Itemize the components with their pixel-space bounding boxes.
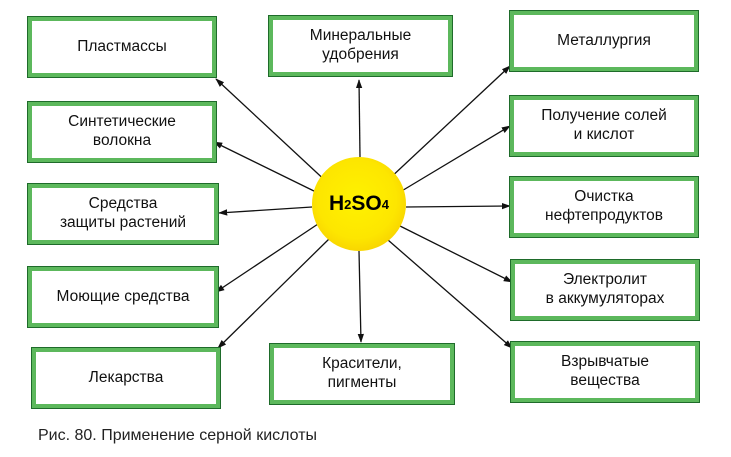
box-detergents: Моющие средства	[27, 266, 219, 328]
arrow-dyes	[357, 250, 365, 343]
formula-sub-2: 2	[344, 196, 352, 212]
arrow-fibers	[213, 141, 319, 194]
box-explosives: Взрывчатые вещества	[510, 341, 700, 403]
arrow-oil-refining	[405, 202, 511, 210]
box-dyes-pigments: Красители, пигменты	[269, 343, 455, 405]
arrow-plant-protection	[218, 206, 313, 216]
arrow-fertilizers	[355, 79, 363, 158]
box-battery-electrolyte: Электролит в аккумуляторах	[510, 259, 700, 321]
arrow-detergents	[215, 223, 319, 293]
box-salts-acids: Получение солей и кислот	[509, 95, 699, 157]
formula-sub-4: 4	[381, 196, 389, 212]
box-synthetic-fibers: Синтетические волокна	[27, 101, 217, 163]
box-plant-protection: Средства защиты растений	[27, 183, 219, 245]
box-mineral-fertilizers: Минеральные удобрения	[268, 15, 453, 77]
box-metallurgy: Металлургия	[509, 10, 699, 72]
arrow-electrolyte	[399, 225, 513, 283]
formula-so: SO	[351, 192, 382, 215]
box-plastics: Пластмассы	[27, 16, 217, 78]
arrow-metallurgy	[387, 65, 511, 181]
figure-caption: Рис. 80. Применение серной кислоты	[38, 427, 318, 444]
arrow-plastics	[215, 78, 331, 186]
arrow-salts-acids	[399, 125, 511, 193]
box-medicines: Лекарства	[31, 347, 221, 409]
arrow-explosives	[387, 239, 513, 349]
formula-h: H	[329, 192, 345, 215]
box-oil-refining: Очистка нефтепродуктов	[509, 176, 699, 238]
arrow-medicines	[217, 237, 331, 349]
